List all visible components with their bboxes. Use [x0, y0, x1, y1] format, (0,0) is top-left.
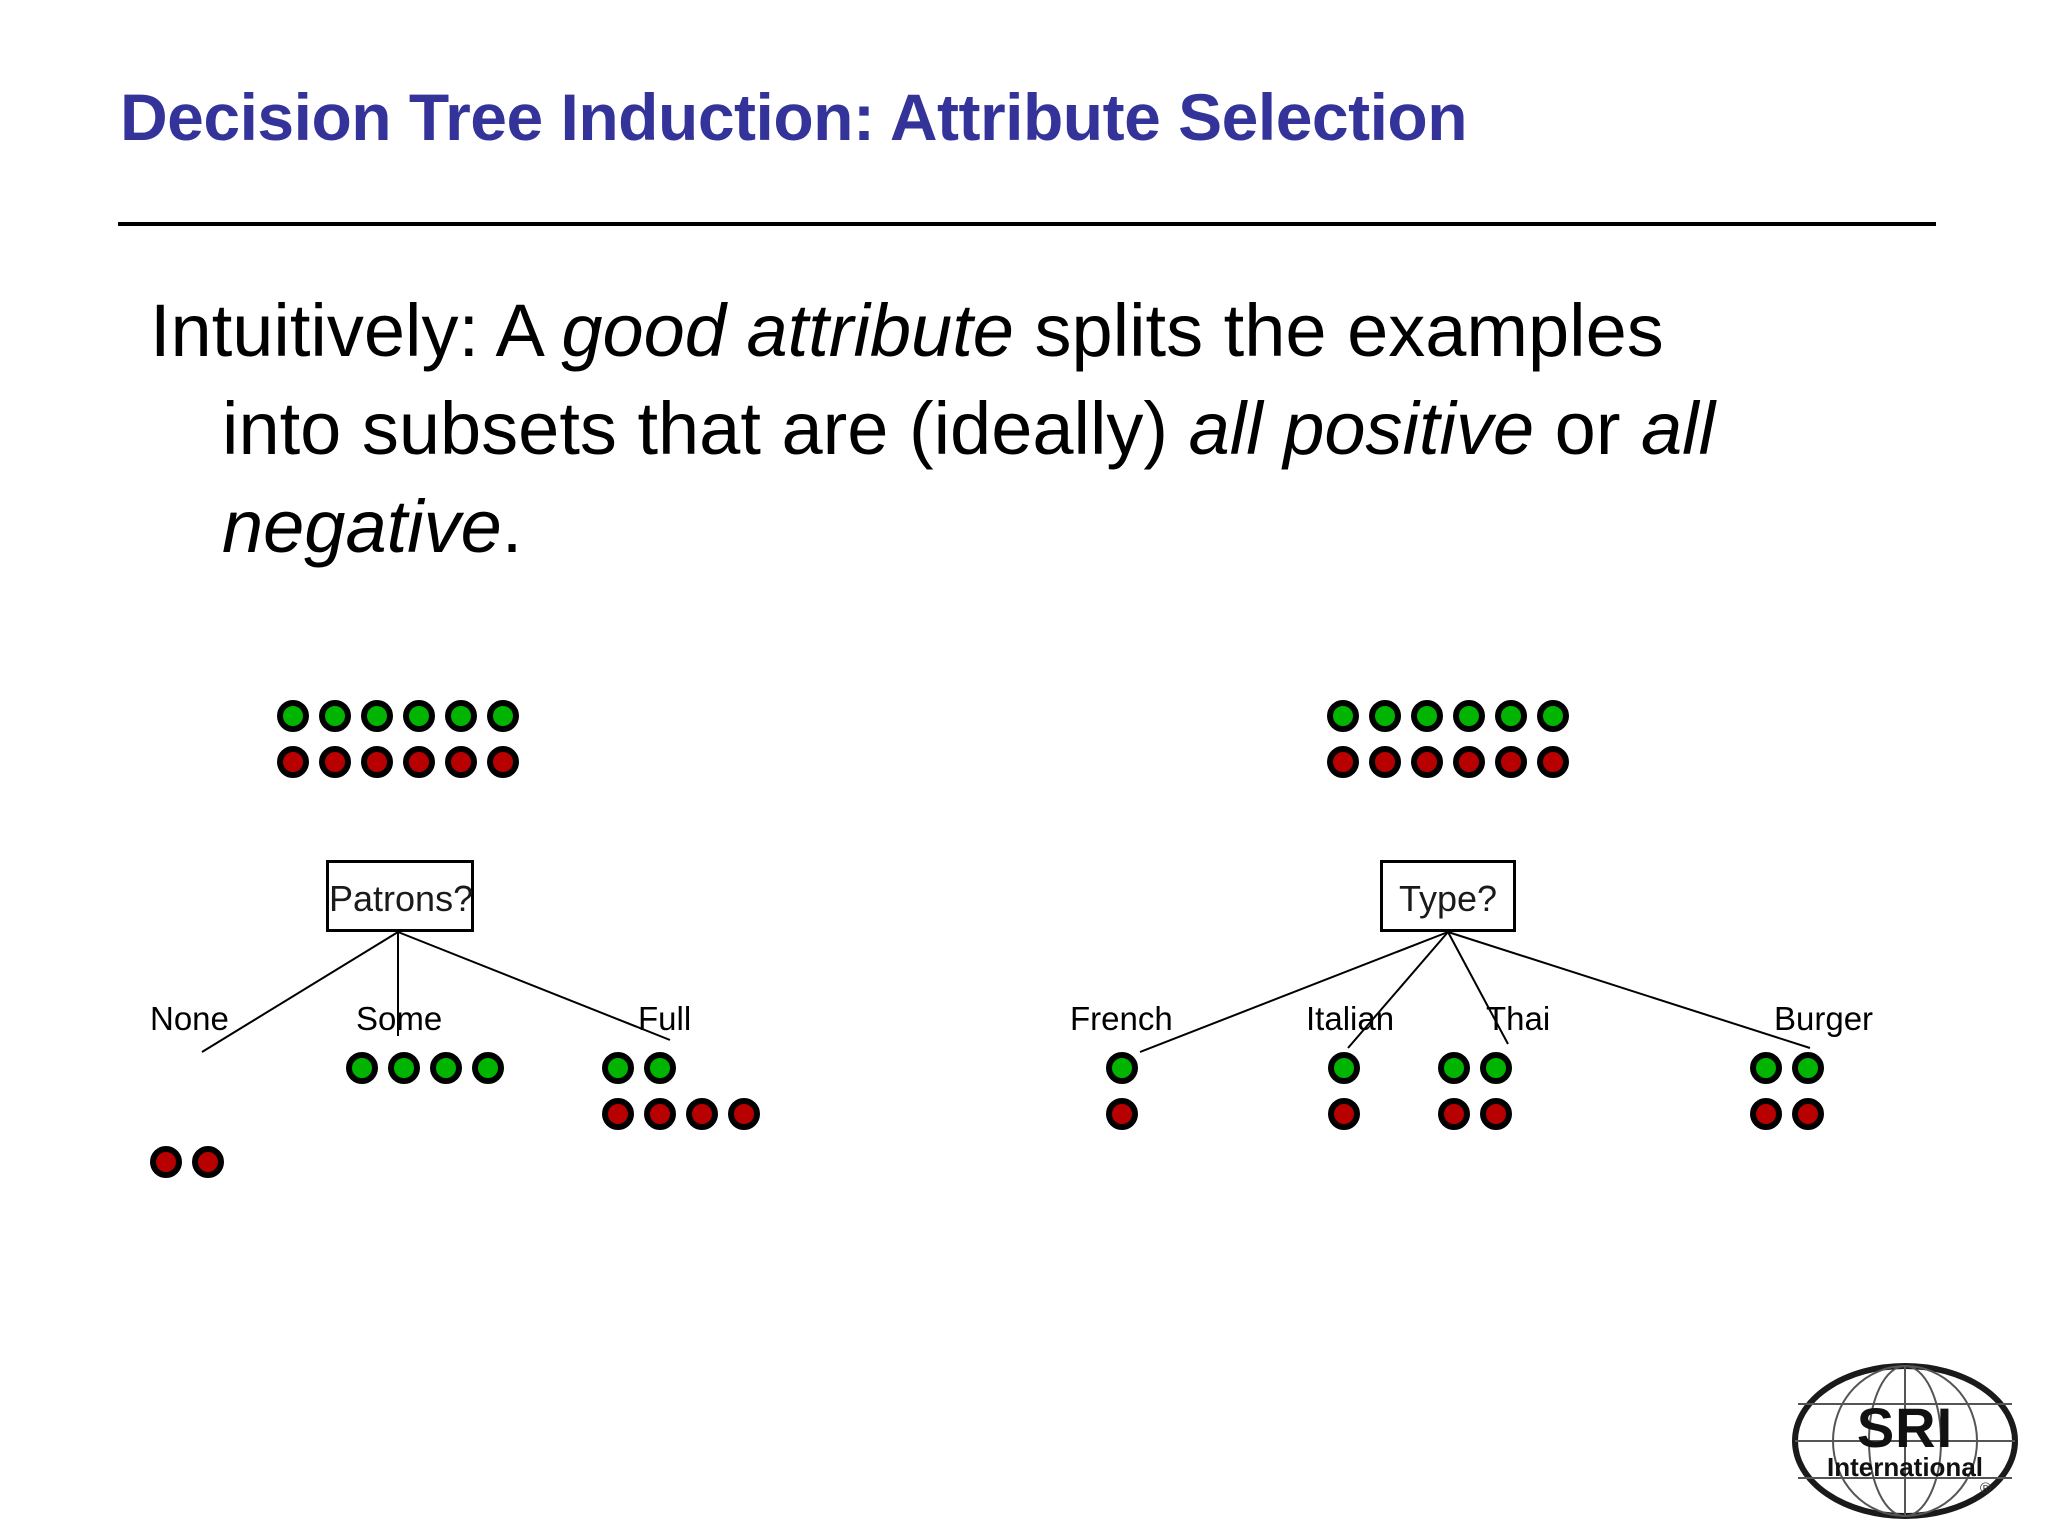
root-positive-dot-type-1 [1327, 700, 1359, 732]
root-negative-dot-patrons-6 [487, 746, 519, 778]
leaf-negative-dot-patrons-full-1 [602, 1098, 634, 1130]
leaf-negative-dot-patrons-none-1 [150, 1146, 182, 1178]
body-segment-1-1: Intuitively: A [150, 289, 562, 372]
body-line-3: negative. [150, 478, 1910, 576]
logo-wordmark-sri: SRI [1856, 1396, 1954, 1459]
body-paragraph: Intuitively: A good attribute splits the… [150, 282, 1910, 576]
leaf-negative-dot-type-burger-2 [1792, 1098, 1824, 1130]
root-positive-dot-type-6 [1537, 700, 1569, 732]
leaf-negative-dot-type-french-1 [1106, 1098, 1138, 1130]
body-segment-1-3: splits the examples [1013, 289, 1664, 372]
root-negative-dot-type-2 [1369, 746, 1401, 778]
branch-label-patrons-some: Some [356, 1000, 443, 1037]
leaf-positive-dot-patrons-full-2 [644, 1052, 676, 1084]
root-negative-dot-patrons-5 [445, 746, 477, 778]
body-segment-2-3: or [1534, 387, 1642, 470]
root-negative-dot-type-3 [1411, 746, 1443, 778]
root-negative-dot-type-4 [1453, 746, 1485, 778]
page-title: Decision Tree Induction: Attribute Selec… [120, 80, 1468, 154]
leaf-negative-dot-type-italian-1 [1328, 1098, 1360, 1130]
leaf-negative-dot-patrons-full-4 [728, 1098, 760, 1130]
title-divider [118, 222, 1936, 226]
root-positive-dot-type-3 [1411, 700, 1443, 732]
root-positive-dot-patrons-1 [277, 700, 309, 732]
root-positive-dot-patrons-2 [319, 700, 351, 732]
leaf-negative-dot-patrons-none-2 [192, 1146, 224, 1178]
body-segment-2-2: all positive [1188, 387, 1535, 470]
body-line-2: into subsets that are (ideally) all posi… [150, 380, 1910, 478]
leaf-positive-dot-patrons-some-2 [388, 1052, 420, 1084]
decision-node-type[interactable]: Type? [1380, 860, 1516, 932]
leaf-positive-dot-patrons-some-4 [472, 1052, 504, 1084]
branch-label-type-thai: Thai [1486, 1000, 1551, 1037]
leaf-positive-dot-type-thai-1 [1438, 1052, 1470, 1084]
leaf-positive-dot-type-burger-2 [1792, 1052, 1824, 1084]
root-negative-dot-type-6 [1537, 746, 1569, 778]
branch-label-patrons-full: Full [638, 1000, 692, 1037]
leaf-positive-dot-patrons-some-3 [430, 1052, 462, 1084]
body-segment-2-4: all [1641, 387, 1716, 470]
sri-international-logo: SRI International ® [1790, 1362, 2020, 1520]
root-negative-dot-patrons-1 [277, 746, 309, 778]
branch-label-type-french: French [1070, 1000, 1173, 1037]
branch-label-type-burger: Burger [1774, 1000, 1874, 1037]
root-positive-dot-patrons-4 [403, 700, 435, 732]
logo-wordmark-international: International [1826, 1452, 1983, 1482]
root-negative-dot-type-5 [1495, 746, 1527, 778]
leaf-negative-dot-patrons-full-2 [644, 1098, 676, 1130]
root-negative-dot-type-1 [1327, 746, 1359, 778]
body-segment-3-2: . [501, 485, 523, 568]
body-segment-3-1: negative [222, 485, 502, 568]
root-negative-dot-patrons-3 [361, 746, 393, 778]
leaf-positive-dot-type-french-1 [1106, 1052, 1138, 1084]
leaf-negative-dot-type-thai-2 [1480, 1098, 1512, 1130]
registered-trademark-icon: ® [1980, 1480, 1992, 1497]
tree-edges-patrons [201, 931, 671, 1053]
decision-tree-type: Type? French Italian Thai Burger [1070, 700, 1970, 1160]
root-positive-dot-patrons-3 [361, 700, 393, 732]
root-positive-dot-type-4 [1453, 700, 1485, 732]
leaf-positive-dot-type-thai-2 [1480, 1052, 1512, 1084]
leaf-negative-dot-type-thai-1 [1438, 1098, 1470, 1130]
decision-tree-patrons: Patrons? None Some Full [150, 700, 890, 1178]
root-positive-dot-type-2 [1369, 700, 1401, 732]
body-segment-2-1: into subsets that are (ideally) [222, 387, 1189, 470]
root-positive-dot-type-5 [1495, 700, 1527, 732]
leaf-negative-dot-type-burger-1 [1750, 1098, 1782, 1130]
leaf-positive-dot-type-burger-1 [1750, 1052, 1782, 1084]
leaf-negative-dot-patrons-full-3 [686, 1098, 718, 1130]
branch-label-patrons-none: None [150, 1000, 229, 1037]
root-negative-dot-patrons-2 [319, 746, 351, 778]
branch-label-type-italian: Italian [1306, 1000, 1395, 1037]
leaf-positive-dot-patrons-some-1 [346, 1052, 378, 1084]
decision-node-patrons[interactable]: Patrons? [326, 860, 474, 932]
root-positive-dot-patrons-5 [445, 700, 477, 732]
root-positive-dot-patrons-6 [487, 700, 519, 732]
leaf-positive-dot-type-italian-1 [1328, 1052, 1360, 1084]
globe-icon [1792, 1363, 2018, 1519]
body-segment-1-2: good attribute [561, 289, 1014, 372]
leaf-positive-dot-patrons-full-1 [602, 1052, 634, 1084]
root-negative-dot-patrons-4 [403, 746, 435, 778]
body-line-1: Intuitively: A good attribute splits the… [150, 282, 1910, 380]
